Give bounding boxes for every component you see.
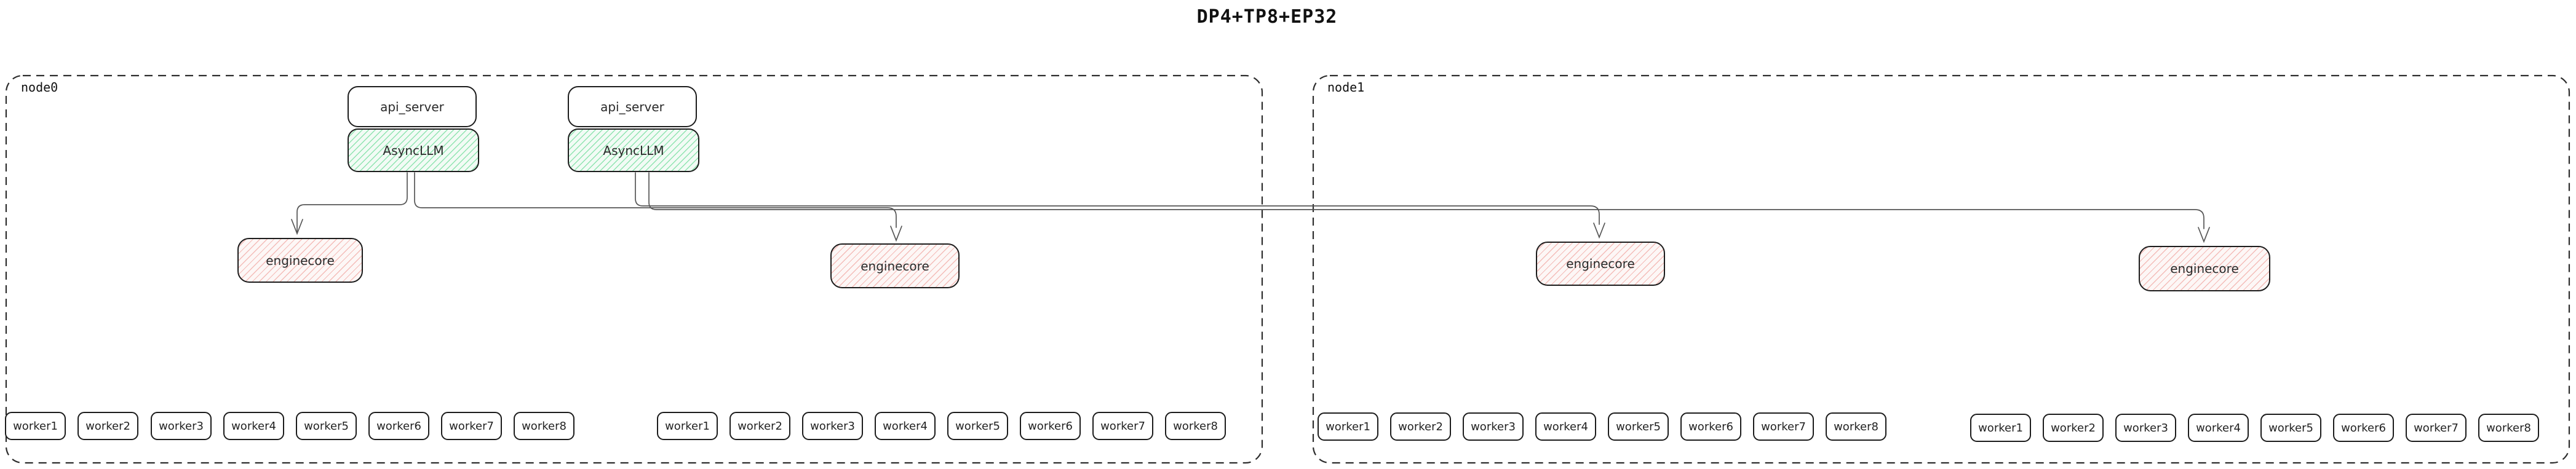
worker-box: worker6 — [368, 412, 429, 440]
arrowhead-enginecore3 — [1593, 223, 1605, 239]
worker-box: worker2 — [1390, 412, 1451, 441]
enginecore-box-3: enginecore — [1536, 242, 1665, 286]
api-server-box-1: api_server — [348, 86, 477, 127]
edge-asyncllm1-to-enginecore2 — [414, 172, 897, 228]
edge-asyncllm2-to-enginecore3 — [635, 172, 1600, 225]
worker-box: worker4 — [1535, 412, 1596, 441]
worker-box: worker5 — [1608, 412, 1669, 441]
worker-box: worker3 — [151, 412, 212, 440]
enginecore-box-4: enginecore — [2139, 246, 2270, 291]
worker-box: worker2 — [2043, 414, 2104, 442]
worker-box: worker4 — [223, 412, 284, 440]
worker-box: worker8 — [514, 412, 574, 440]
worker-box: worker7 — [441, 412, 502, 440]
worker-box: worker2 — [78, 412, 138, 440]
diagram-title: DP4+TP8+EP32 — [1196, 6, 1338, 28]
asyncllm-box-2: AsyncLLM — [568, 128, 699, 172]
worker-box: worker1 — [1318, 412, 1378, 441]
worker-box: worker3 — [802, 412, 863, 440]
worker-box: worker1 — [657, 412, 718, 440]
worker-box: worker4 — [875, 412, 936, 440]
worker-box: worker3 — [1463, 412, 1524, 441]
worker-box: worker1 — [5, 412, 66, 440]
worker-box: worker8 — [1165, 412, 1226, 440]
enginecore-box-1: enginecore — [237, 238, 363, 283]
worker-box: worker6 — [1680, 412, 1741, 441]
worker-box: worker7 — [2406, 414, 2467, 442]
worker-box: worker1 — [1970, 414, 2031, 442]
worker-box: worker6 — [1020, 412, 1081, 440]
asyncllm-box-1: AsyncLLM — [348, 128, 479, 172]
worker-box: worker7 — [1092, 412, 1153, 440]
worker-box: worker5 — [947, 412, 1008, 440]
arrowhead-enginecore4 — [2198, 227, 2210, 243]
worker-box: worker4 — [2188, 414, 2249, 442]
worker-box: worker5 — [2260, 414, 2321, 442]
edge-asyncllm1-to-enginecore1 — [296, 172, 408, 232]
worker-box: worker3 — [2115, 414, 2176, 442]
worker-box: worker5 — [296, 412, 357, 440]
worker-box: worker8 — [1826, 412, 1886, 441]
arrowhead-enginecore1 — [291, 219, 303, 235]
edge-asyncllm2-to-enginecore4 — [648, 172, 2204, 229]
worker-box: worker7 — [1753, 412, 1814, 441]
enginecore-box-2: enginecore — [830, 243, 960, 288]
worker-box: worker2 — [729, 412, 790, 440]
worker-box: worker6 — [2333, 414, 2394, 442]
arrowhead-enginecore2 — [890, 226, 902, 242]
node0-border — [5, 74, 1263, 464]
node1-label: node1 — [1327, 80, 1365, 95]
node1-border — [1312, 74, 2570, 464]
api-server-box-2: api_server — [568, 86, 697, 127]
node0-label: node0 — [21, 80, 58, 95]
worker-box: worker8 — [2478, 414, 2539, 442]
